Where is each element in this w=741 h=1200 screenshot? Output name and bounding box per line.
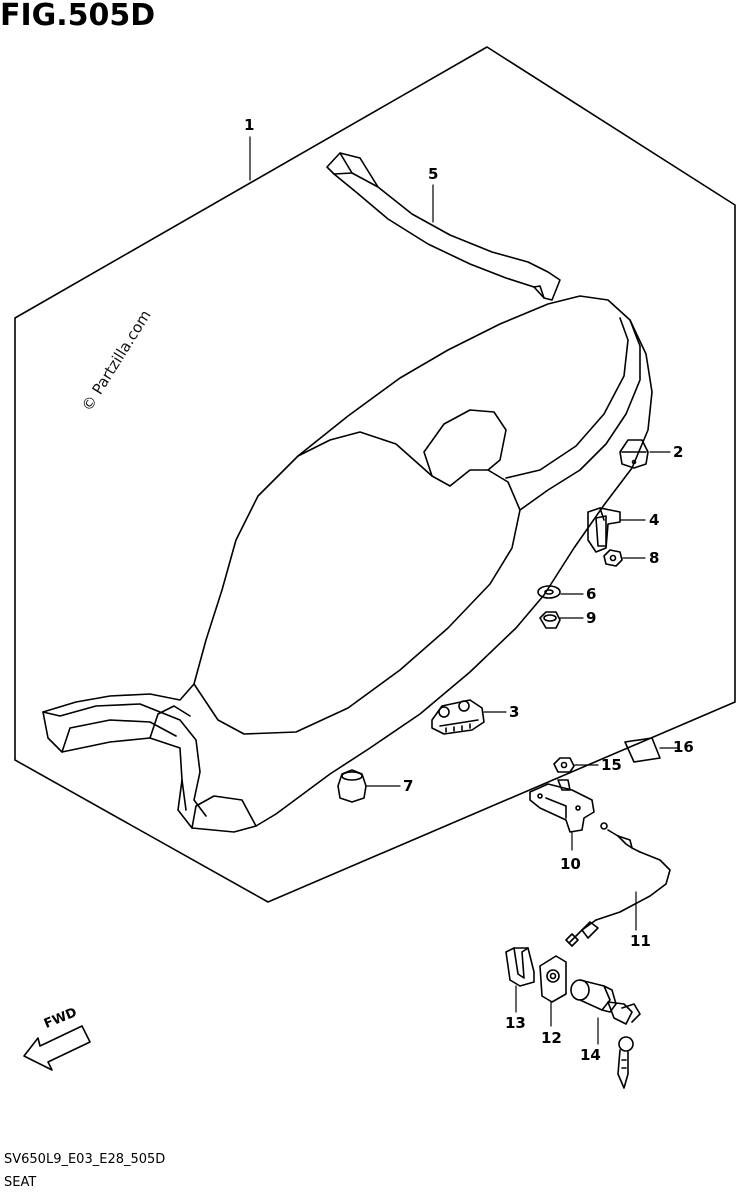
cushion-part-7 bbox=[337, 769, 367, 803]
stopper-part-3 bbox=[431, 699, 485, 735]
callout-9: 9 bbox=[586, 609, 597, 627]
diagram-name: SEAT bbox=[4, 1175, 37, 1190]
callout-13: 13 bbox=[505, 1014, 526, 1032]
nut-part-9 bbox=[539, 611, 561, 629]
callout-10: 10 bbox=[560, 855, 581, 873]
callout-15: 15 bbox=[601, 756, 622, 774]
washer-part-6 bbox=[537, 585, 561, 599]
cable-part-11 bbox=[565, 822, 671, 947]
fwd-arrow-icon bbox=[23, 1025, 91, 1071]
callout-7: 7 bbox=[403, 777, 414, 795]
plate-part-12 bbox=[539, 955, 567, 1003]
callout-16: 16 bbox=[673, 738, 694, 756]
callout-12: 12 bbox=[541, 1029, 562, 1047]
callout-14: 14 bbox=[580, 1046, 601, 1064]
seat-part-1 bbox=[42, 295, 653, 833]
callout-4: 4 bbox=[649, 511, 660, 529]
callout-11: 11 bbox=[630, 932, 651, 950]
lock-keys-part-14 bbox=[570, 979, 641, 1089]
diagram-code: SV650L9_E03_E28_505D bbox=[4, 1152, 166, 1167]
latch-part-10 bbox=[529, 779, 595, 833]
callout-1: 1 bbox=[244, 116, 255, 134]
nut-part-8 bbox=[603, 549, 623, 567]
assembly-outline bbox=[14, 46, 736, 903]
nut-part-15 bbox=[553, 757, 575, 773]
figure-title: FIG.505D bbox=[0, 0, 156, 33]
seat-strap-part-5 bbox=[326, 152, 561, 301]
bracket-part-4 bbox=[587, 507, 621, 553]
callout-3: 3 bbox=[509, 703, 520, 721]
callout-6: 6 bbox=[586, 585, 597, 603]
callout-5: 5 bbox=[428, 165, 439, 183]
cushion-part-2 bbox=[619, 439, 649, 469]
clip-part-13 bbox=[505, 947, 535, 987]
callout-8: 8 bbox=[649, 549, 660, 567]
label-part-16 bbox=[624, 737, 661, 763]
callout-2: 2 bbox=[673, 443, 684, 461]
